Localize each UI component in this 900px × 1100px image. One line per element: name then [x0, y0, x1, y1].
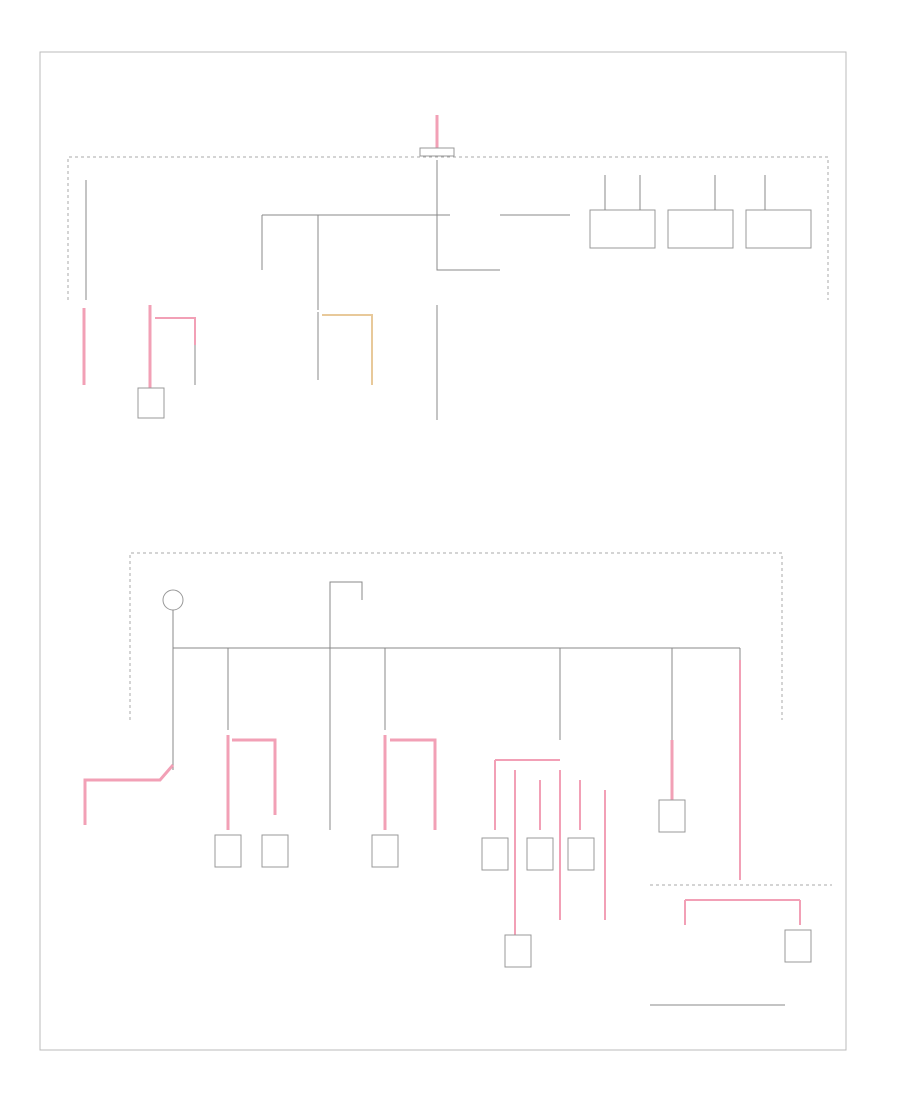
bottom-wire-4 — [494, 759, 606, 935]
component-box-5 — [526, 837, 554, 871]
top-connector-box — [419, 147, 455, 157]
diagram-border — [39, 51, 847, 1051]
relay-box-2 — [667, 209, 734, 249]
component-box-6 — [567, 837, 595, 871]
relay-leads — [604, 175, 766, 210]
bottom-wire-3 — [383, 735, 437, 830]
top-fuse-feed — [436, 160, 500, 271]
top-left-component — [137, 387, 165, 419]
relay-box-3 — [745, 209, 812, 249]
relay-box-1 — [589, 209, 656, 249]
component-box-2 — [261, 834, 289, 868]
bottom-wire-left — [83, 764, 175, 825]
bottom-wire-6 — [684, 660, 801, 925]
top-left-wire-3 — [155, 317, 196, 345]
component-box-9 — [784, 929, 812, 963]
bottom-fuse-block-enclosure — [129, 552, 783, 720]
top-middle-wire-b — [322, 314, 373, 385]
bottom-power-source — [162, 589, 184, 611]
component-box-3 — [371, 834, 399, 868]
top-fuse-block-enclosure — [67, 156, 829, 300]
bottom-relay-loop — [329, 581, 363, 648]
component-box-4 — [481, 837, 509, 871]
component-box-7 — [658, 799, 686, 833]
bottom-wire-2 — [226, 735, 277, 830]
component-box-8 — [504, 934, 532, 968]
bottom-drops — [172, 610, 741, 880]
component-box-1 — [214, 834, 242, 868]
